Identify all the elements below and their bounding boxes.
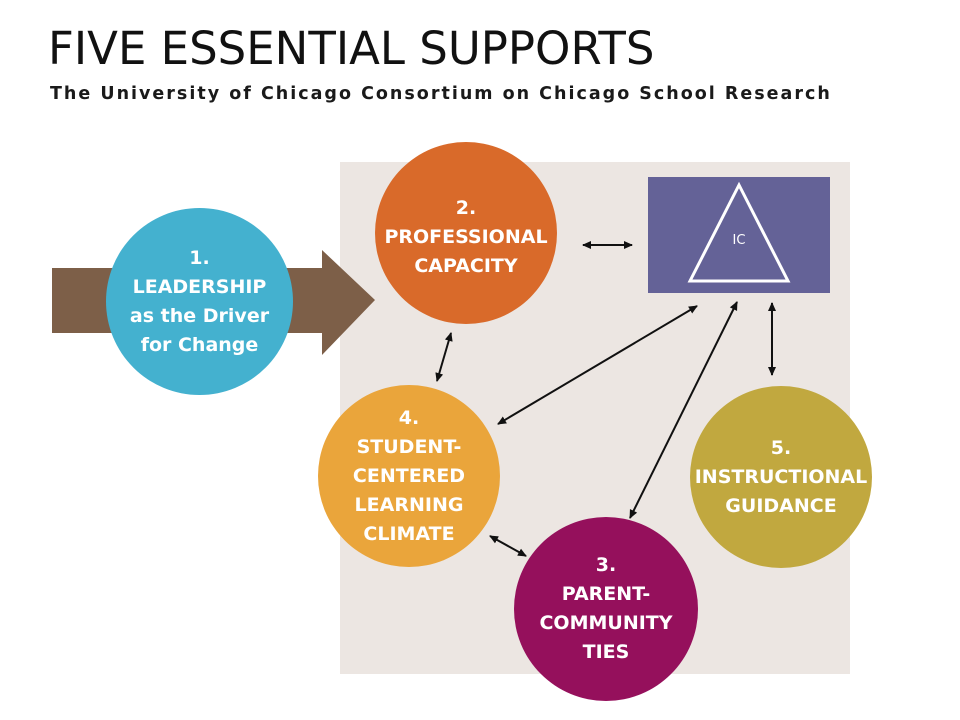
support-label-line: GUIDANCE (725, 494, 837, 517)
support-instructional-guidance: 5. INSTRUCTIONAL GUIDANCE (690, 386, 872, 568)
support-parent-community: 3. PARENT- COMMUNITY TIES (514, 517, 698, 701)
support-number: 5. (770, 436, 792, 459)
support-label-line: INSTRUCTIONAL (694, 465, 868, 488)
support-label-line: for Change (140, 333, 259, 356)
support-label-line: COMMUNITY (539, 612, 673, 634)
page-subtitle: The University of Chicago Consortium on … (50, 84, 832, 104)
support-number: 1. (189, 246, 210, 269)
support-label-line: as the Driver (129, 304, 270, 327)
arrow-professional-student (435, 332, 453, 382)
support-label-line: CAPACITY (414, 255, 518, 277)
arrow-ic-parent (629, 301, 738, 519)
support-number: 2. (455, 197, 477, 219)
support-student-climate: 4. STUDENT- CENTERED LEARNING CLIMATE (318, 385, 500, 567)
support-number: 4. (398, 406, 420, 429)
support-label-line: PROFESSIONAL (384, 226, 548, 248)
instructional-core-box: IC (648, 177, 830, 293)
page-title: FIVE ESSENTIAL SUPPORTS (48, 22, 655, 75)
support-label-line: CENTERED (352, 464, 466, 487)
support-label-line: CLIMATE (363, 522, 455, 545)
triangle-icon (687, 181, 791, 283)
arrow-student-parent (489, 535, 527, 557)
support-label-line: PARENT- (561, 583, 651, 605)
support-label-line: LEARNING (354, 493, 464, 516)
support-label-line: STUDENT- (356, 435, 462, 458)
core-label: IC (732, 233, 746, 248)
support-leadership: 1. LEADERSHIP as the Driver for Change (106, 208, 293, 395)
support-professional-capacity: 2. PROFESSIONAL CAPACITY (375, 142, 557, 324)
arrow-ic-student (497, 305, 698, 425)
support-label-line: LEADERSHIP (132, 275, 267, 298)
support-number: 3. (595, 554, 617, 576)
support-label-line: TIES (582, 641, 630, 663)
